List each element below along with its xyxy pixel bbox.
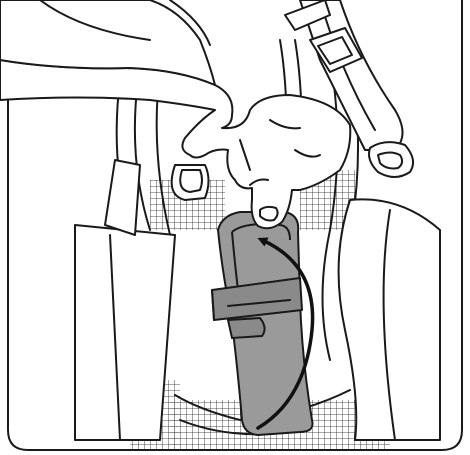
illustration-canvas	[0, 0, 470, 455]
instruction-illustration	[0, 0, 470, 455]
